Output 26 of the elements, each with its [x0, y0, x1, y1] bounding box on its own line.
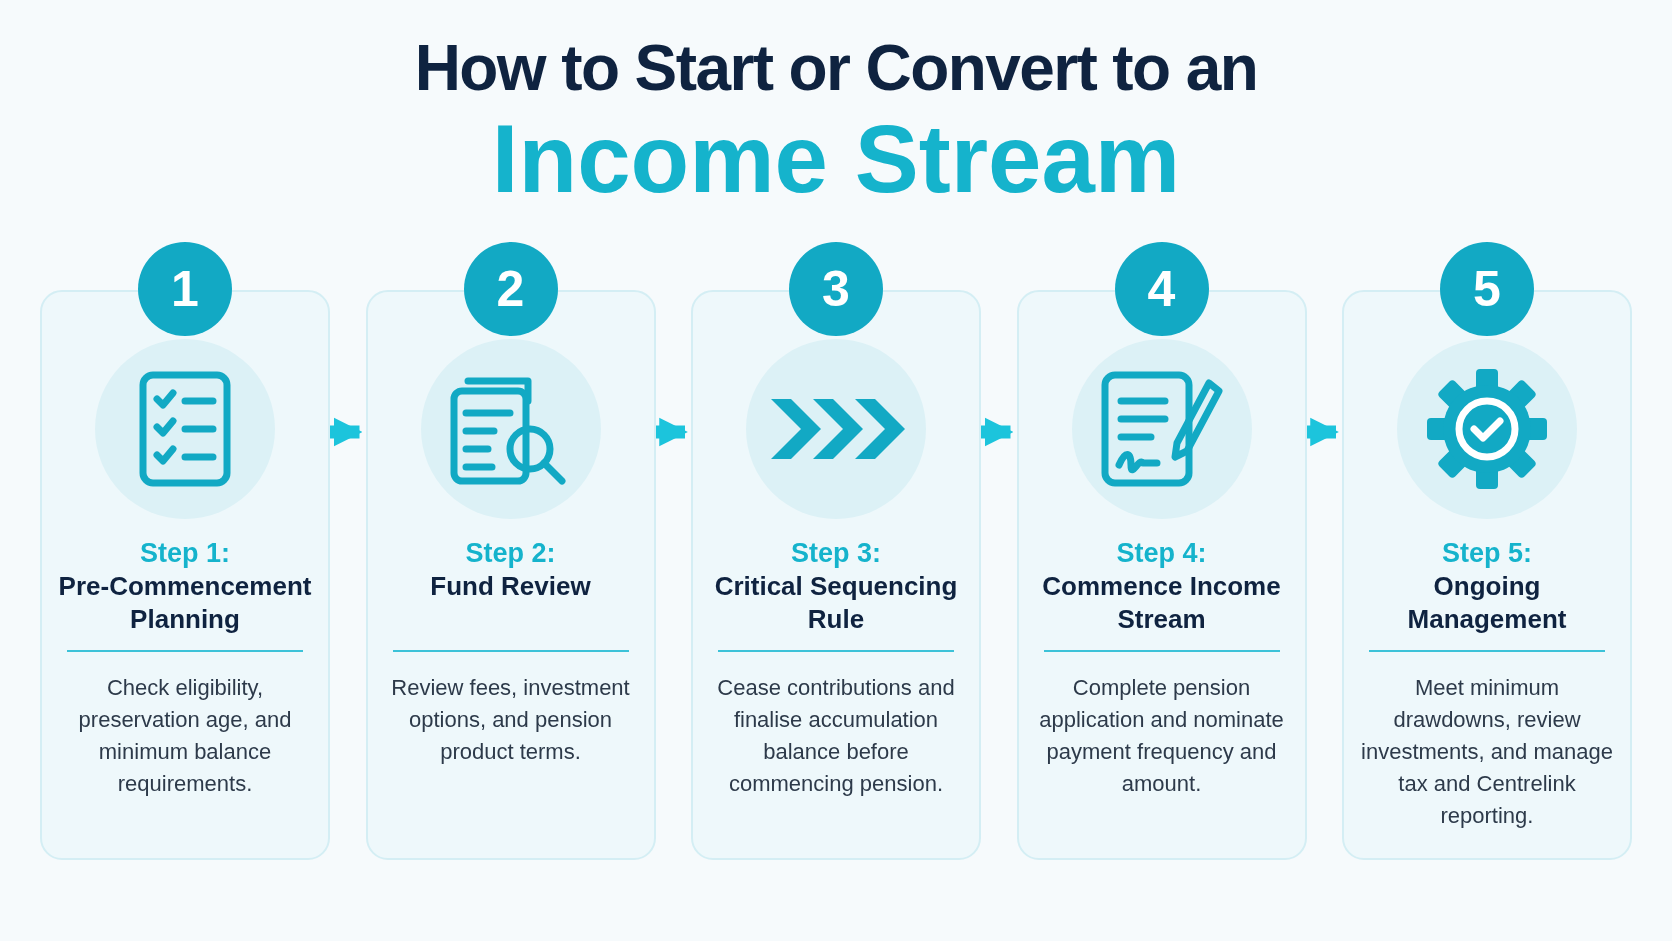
- step-label: Step 3:: [791, 537, 881, 570]
- step-description: Check eligibility, preservation age, and minimum balance requirements.: [77, 674, 293, 798]
- step-description: Meet minimum drawdowns, review investments, and manage tax and Centrelink reporting.: [1360, 674, 1614, 830]
- arrow: [981, 417, 1014, 447]
- step-heading: Pre-Commencement Planning: [57, 570, 313, 636]
- step-number: 5: [1440, 242, 1534, 336]
- step-label: Step 2:: [465, 537, 556, 570]
- step-heading: Critical Sequencing Rule: [713, 570, 959, 636]
- title-highlight: Income Stream: [491, 104, 1181, 214]
- step-heading: Commence Income Stream: [1041, 570, 1282, 636]
- step-number: 2: [463, 242, 558, 336]
- arrow: [1306, 417, 1339, 447]
- arrow: [330, 417, 363, 447]
- step-number: 4: [1114, 242, 1209, 336]
- step-label: Step 5:: [1442, 537, 1532, 570]
- step-heading: Ongoing Management: [1406, 570, 1568, 636]
- step-label: Step 4:: [1116, 537, 1207, 570]
- arrow: [655, 417, 688, 447]
- step-number: 1: [138, 242, 232, 336]
- step-description: Complete pension application and nominate payment frequency and amount.: [1038, 674, 1285, 798]
- step-description: Review fees, investment options, and pension product terms.: [390, 674, 631, 766]
- step-number: 3: [789, 242, 883, 336]
- title: How to Start or Convert to an: [414, 31, 1258, 106]
- step-description: Cease contributions and finalise accumulation balance before commencing pension.: [716, 674, 956, 798]
- step-label: Step 1:: [140, 537, 230, 570]
- step-heading: Fund Review: [430, 570, 591, 603]
